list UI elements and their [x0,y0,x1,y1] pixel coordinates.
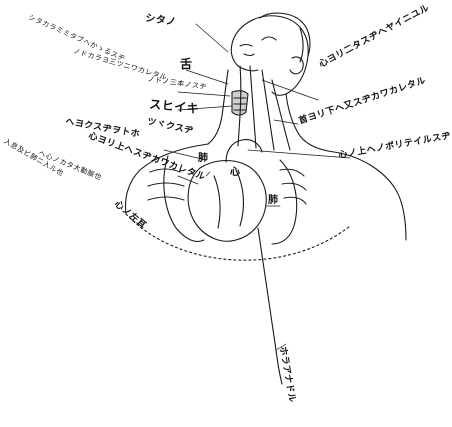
label-heart: 心 [230,168,241,178]
diaphragm [126,214,350,260]
right-shoulder [334,152,406,240]
leader-lines [164,24,350,350]
descending-aorta [258,228,282,384]
label-lung-left: 肺 [198,154,209,164]
ribs-right [280,169,306,204]
face [231,37,276,71]
label-lung-right: 肺 [268,196,279,206]
ear [290,57,303,74]
label-shita: 舌 [180,58,193,70]
head-outline [232,16,308,96]
